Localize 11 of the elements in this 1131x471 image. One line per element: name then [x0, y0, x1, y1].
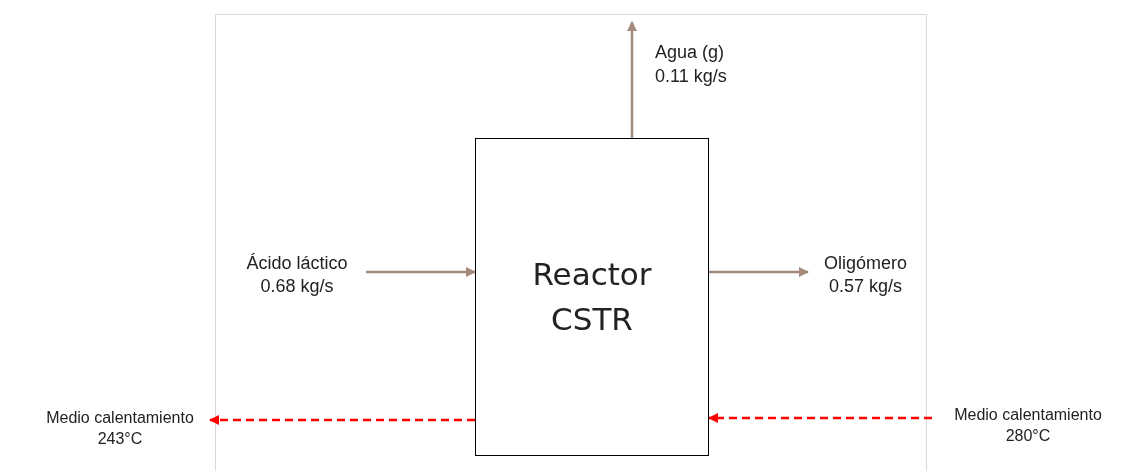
- stream-label: Oligómero 0.57 kg/s: [823, 251, 908, 298]
- stream-label: Medio calentamiento 280°C: [953, 405, 1103, 446]
- dashed-arrow: [209, 415, 475, 425]
- arrow: [627, 21, 637, 138]
- arrow: [709, 267, 809, 277]
- stream-label: Medio calentamiento 243°C: [45, 408, 195, 449]
- stream-label: Ácido láctico 0.68 kg/s: [245, 251, 349, 298]
- dashed-arrow: [708, 413, 932, 423]
- reactor-box: [475, 138, 709, 456]
- arrow: [366, 267, 476, 277]
- reactor-label: Reactor CSTR: [532, 255, 652, 339]
